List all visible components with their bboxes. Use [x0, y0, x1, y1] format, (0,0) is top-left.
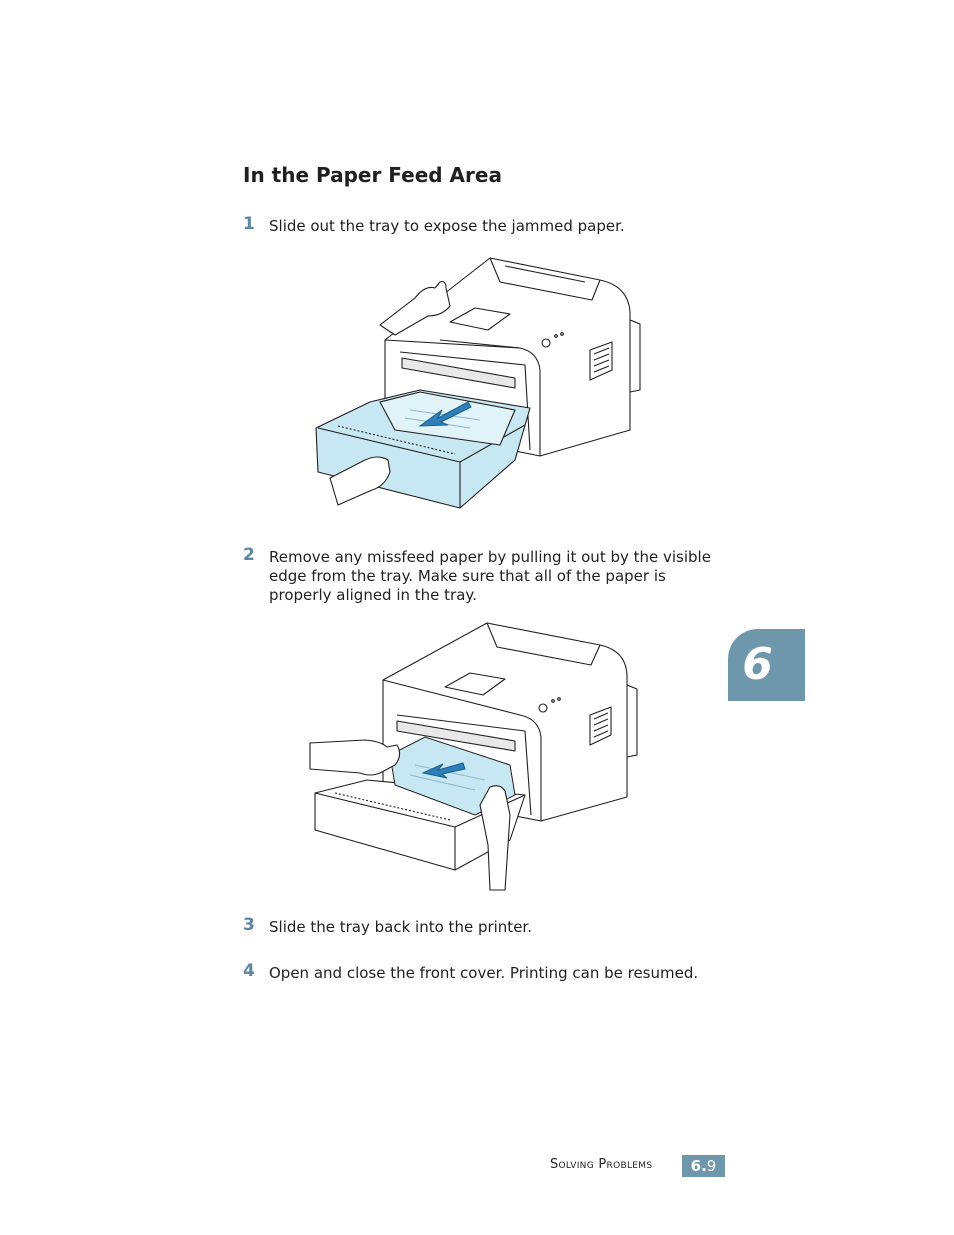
chapter-tab: 6	[728, 629, 805, 701]
step-text: Open and close the front cover. Printing…	[269, 964, 699, 982]
step-number: 1	[243, 214, 255, 234]
page-chapter: 6.	[690, 1157, 707, 1175]
step-1: 1 Slide out the tray to expose the jamme…	[243, 214, 723, 238]
printer-tray-out-illustration	[315, 257, 641, 509]
page-number: 6.9	[682, 1155, 725, 1177]
section-title: In the Paper Feed Area	[243, 163, 502, 187]
step-4: 4 Open and close the front cover. Printi…	[243, 961, 723, 985]
printer-remove-paper-illustration	[309, 622, 638, 891]
footer-section-label: Solving Problems	[550, 1157, 653, 1172]
step-2: 2 Remove any missfeed paper by pulling i…	[243, 545, 723, 609]
step-number: 4	[243, 961, 255, 981]
step-text: Remove any missfeed paper by pulling it …	[269, 548, 711, 604]
step-3: 3 Slide the tray back into the printer.	[243, 915, 723, 939]
step-number: 3	[243, 915, 255, 935]
chapter-number: 6	[742, 638, 773, 690]
step-text: Slide the tray back into the printer.	[269, 918, 532, 936]
step-text: Slide out the tray to expose the jammed …	[269, 217, 625, 235]
step-number: 2	[243, 545, 255, 565]
page-num: 9	[706, 1157, 717, 1175]
